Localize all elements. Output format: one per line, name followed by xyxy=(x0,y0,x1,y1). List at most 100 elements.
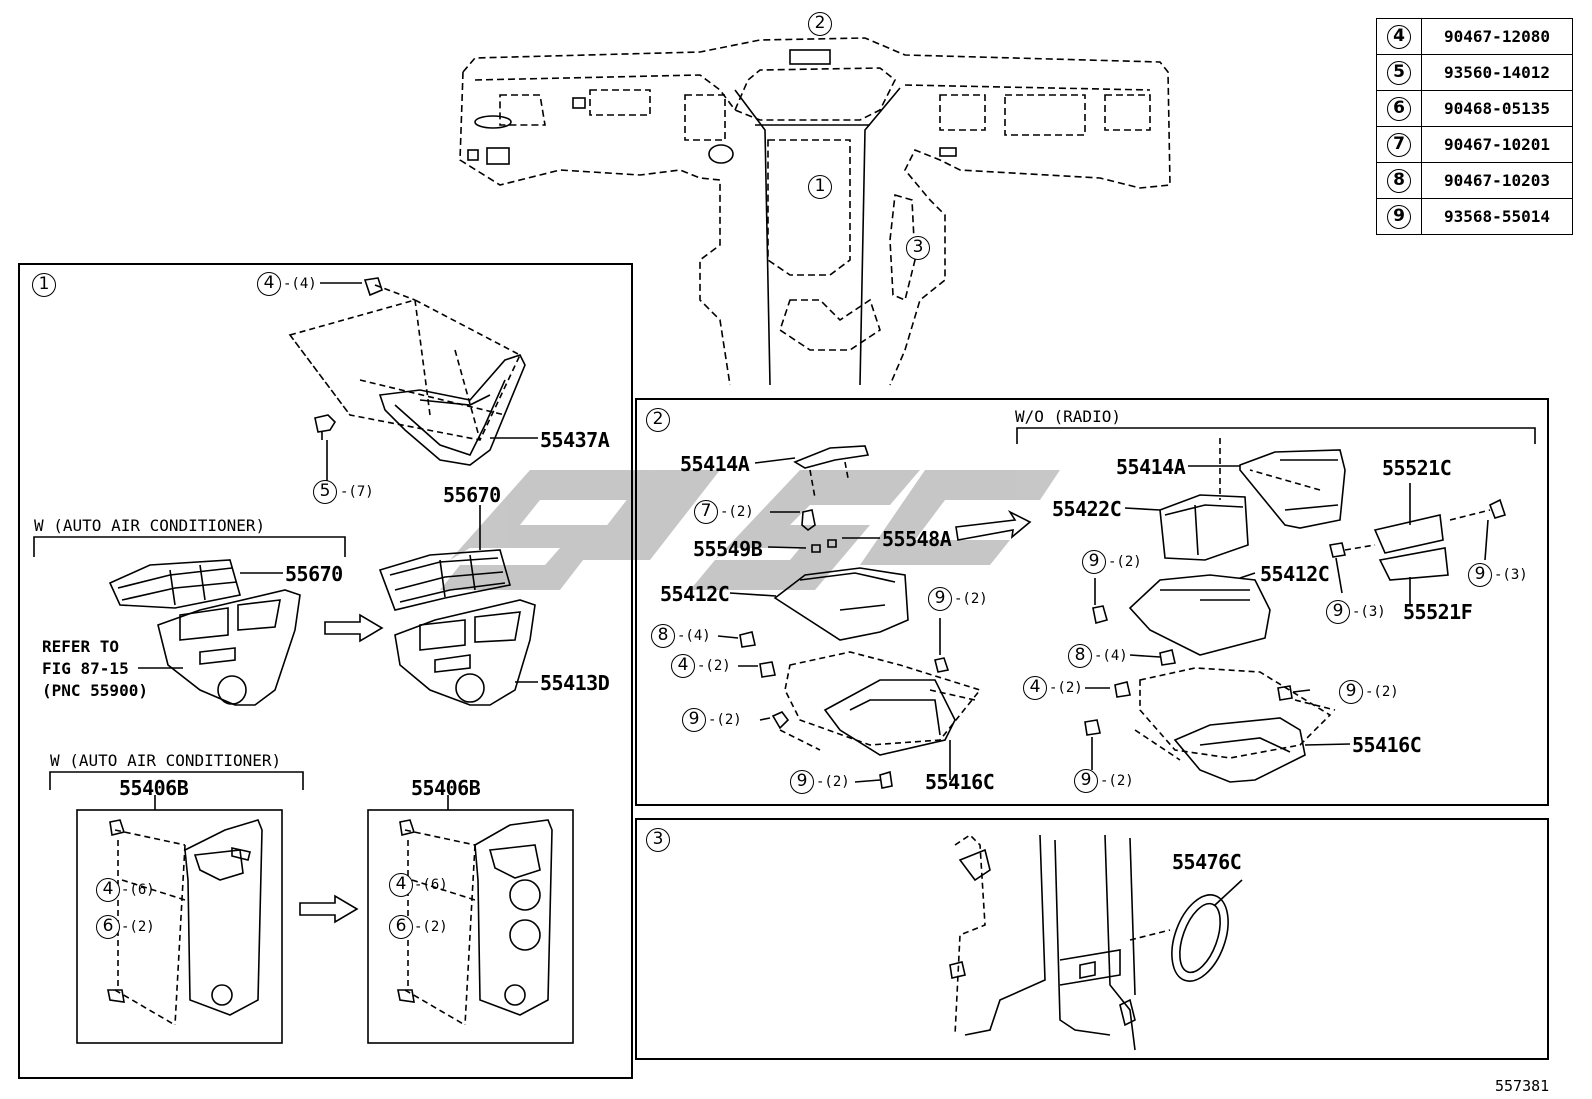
section-1-marker: 1 xyxy=(32,273,56,297)
arrows-panel1 xyxy=(299,613,384,924)
ref-circle: 9 xyxy=(1387,204,1411,229)
watermark xyxy=(440,470,1060,590)
part-number: 90467-12080 xyxy=(1421,18,1573,55)
part-label-55414A[interactable]: 55414A xyxy=(680,452,750,476)
clip-6-callout[interactable]: 6 xyxy=(96,915,120,939)
clip-4-callout[interactable]: 4 xyxy=(1023,676,1047,700)
clip-4-callout[interactable]: 4 xyxy=(671,654,695,678)
section-3-marker: 3 xyxy=(646,828,670,852)
clip-4-callout[interactable]: 4 xyxy=(257,272,281,296)
screw-9-qty: -(2) xyxy=(1365,684,1399,700)
panel3-drawing xyxy=(949,833,1229,1051)
part-label-55413D[interactable]: 55413D xyxy=(540,671,610,695)
part-number: 93560-14012 xyxy=(1421,54,1573,91)
screw-9-callout[interactable]: 9 xyxy=(928,587,952,611)
part-label-55670-left[interactable]: 55670 xyxy=(285,562,343,586)
screw-9-qty: -(2) xyxy=(816,774,850,790)
screw-9-qty: -(3) xyxy=(1352,604,1386,620)
dashboard-overview-outline xyxy=(459,37,1171,386)
part-number: 90467-10201 xyxy=(1421,126,1573,163)
part-label-55422C[interactable]: 55422C xyxy=(1052,497,1122,521)
clip-4-qty: -(6) xyxy=(414,877,448,893)
clip-6-callout[interactable]: 6 xyxy=(389,915,413,939)
overview-callout-2[interactable]: 2 xyxy=(808,12,832,36)
clip-8-qty: -(4) xyxy=(1094,648,1128,664)
screw-9-qty: -(2) xyxy=(708,712,742,728)
vent-55670-left-drawing xyxy=(108,559,242,609)
clip-8-qty: -(4) xyxy=(677,628,711,644)
panel2-right-drawing xyxy=(1084,438,1507,783)
screw-9-callout[interactable]: 9 xyxy=(1074,769,1098,793)
table-row: 9 93568-55014 xyxy=(1376,198,1573,235)
refer-line-3: (PNC 55900) xyxy=(42,681,148,700)
part-label-55521C[interactable]: 55521C xyxy=(1382,456,1452,480)
screw-5-callout[interactable]: 5 xyxy=(313,480,337,504)
garnish-55406B-right-drawing xyxy=(397,819,553,1026)
part-label-55549B[interactable]: 55549B xyxy=(693,537,763,561)
part-label-55414A[interactable]: 55414A xyxy=(1116,455,1186,479)
clip-4-qty: -(4) xyxy=(283,276,317,292)
section-2-marker: 2 xyxy=(646,408,670,432)
part-label-55412C[interactable]: 55412C xyxy=(1260,562,1330,586)
part-label-55412C[interactable]: 55412C xyxy=(660,582,730,606)
clip-4-qty: -(2) xyxy=(1049,680,1083,696)
clip-4-callout[interactable]: 4 xyxy=(389,873,413,897)
screw-9-qty: -(2) xyxy=(954,591,988,607)
screw-9-callout[interactable]: 9 xyxy=(1326,600,1350,624)
part-label-55476C[interactable]: 55476C xyxy=(1172,850,1242,874)
part-label-55416C[interactable]: 55416C xyxy=(925,770,995,794)
vent-55670-right-drawing xyxy=(378,549,512,611)
clip-4-callout[interactable]: 4 xyxy=(96,878,120,902)
part-label-55521F[interactable]: 55521F xyxy=(1403,600,1473,624)
part-label-55437A[interactable]: 55437A xyxy=(540,428,610,452)
refer-line-2[interactable]: FIG 87-15 xyxy=(42,659,129,678)
garnish-55406B-left-drawing xyxy=(107,819,263,1026)
panel-section-3 xyxy=(635,818,1549,1060)
ref-circle: 5 xyxy=(1387,60,1411,85)
fastener-table: 4 90467-12080 5 93560-14012 6 90468-0513… xyxy=(1376,18,1573,235)
screw-9-callout[interactable]: 9 xyxy=(1082,550,1106,574)
screw-9-callout[interactable]: 9 xyxy=(682,708,706,732)
condition-auto-ac-1: W (AUTO AIR CONDITIONER) xyxy=(34,516,266,535)
bracket-55437A-drawing xyxy=(288,277,526,466)
part-label-55416C[interactable]: 55416C xyxy=(1352,733,1422,757)
overview-callout-3[interactable]: 3 xyxy=(906,236,930,260)
clip-6-qty: -(2) xyxy=(414,919,448,935)
ref-circle: 7 xyxy=(1387,132,1411,157)
clip-4-qty: -(2) xyxy=(697,658,731,674)
screw-9-callout[interactable]: 9 xyxy=(790,770,814,794)
center-panel-55413D-drawing xyxy=(394,599,536,706)
screw-9-qty: -(3) xyxy=(1494,567,1528,583)
clip-8-callout[interactable]: 8 xyxy=(651,624,675,648)
dashboard-overview-solid xyxy=(467,49,957,386)
clip-8-callout[interactable]: 8 xyxy=(1068,644,1092,668)
screw-9-callout[interactable]: 9 xyxy=(1339,680,1363,704)
refer-line-1: REFER TO xyxy=(42,637,120,656)
screw-9-callout[interactable]: 9 xyxy=(1468,563,1492,587)
clip-7-callout[interactable]: 7 xyxy=(694,500,718,524)
table-row: 5 93560-14012 xyxy=(1376,54,1573,91)
panel2-left-drawing xyxy=(739,445,1032,789)
ref-circle: 4 xyxy=(1387,24,1411,49)
ref-circle: 6 xyxy=(1387,96,1411,121)
part-label-55406B-right[interactable]: 55406B xyxy=(411,776,481,800)
part-label-55548A[interactable]: 55548A xyxy=(882,527,952,551)
ref-circle: 8 xyxy=(1387,168,1411,193)
clip-7-qty: -(2) xyxy=(720,504,754,520)
diagram-number: 557381 xyxy=(1495,1077,1550,1095)
part-number: 90468-05135 xyxy=(1421,90,1573,127)
leader-lines xyxy=(138,282,1489,906)
part-label-55406B-left[interactable]: 55406B xyxy=(119,776,189,800)
part-number: 90467-10203 xyxy=(1421,162,1573,199)
condition-wo-radio: W/O (RADIO) xyxy=(1015,407,1121,426)
table-row: 6 90468-05135 xyxy=(1376,90,1573,127)
clip-6-qty: -(2) xyxy=(121,919,155,935)
panel-section-1 xyxy=(18,263,633,1079)
overview-callout-1[interactable]: 1 xyxy=(808,175,832,199)
condition-auto-ac-2: W (AUTO AIR CONDITIONER) xyxy=(50,751,282,770)
part-label-55670-right[interactable]: 55670 xyxy=(443,483,501,507)
table-row: 8 90467-10203 xyxy=(1376,162,1573,199)
center-panel-left-drawing xyxy=(157,589,301,706)
table-row: 7 90467-10201 xyxy=(1376,126,1573,163)
